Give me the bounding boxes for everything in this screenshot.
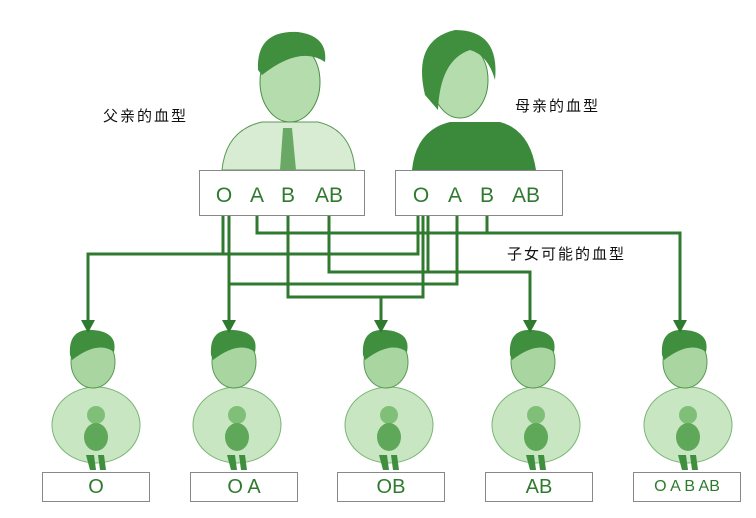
connector-line (255, 208, 682, 322)
father-figure (221, 31, 356, 171)
child-figure (491, 329, 581, 470)
children-caption: 子女可能的血型 (507, 245, 627, 263)
teddy-head-icon (679, 406, 697, 424)
child-figure (344, 329, 434, 470)
arrow-down-icon (673, 320, 687, 333)
child-figure (51, 329, 141, 470)
father-blood-type-box (199, 170, 365, 216)
father-type-o: O (215, 184, 233, 207)
child-feet (379, 455, 399, 470)
father-type-ab: AB (314, 184, 344, 207)
mother-type-o: O (412, 184, 430, 207)
arrow-down-icon (81, 320, 95, 333)
child-hair (362, 329, 408, 360)
father-type-b: B (280, 184, 296, 207)
child-result-1: O (42, 472, 150, 502)
teddy-body-icon (676, 423, 700, 451)
arrow-down-icon (523, 320, 537, 333)
father-caption: 父亲的血型 (103, 107, 189, 125)
teddy-head-icon (228, 406, 246, 424)
child-result-2: O A (190, 472, 298, 502)
mother-type-a: A (447, 184, 463, 207)
children-figures (51, 329, 733, 470)
mother-type-ab: AB (511, 184, 541, 207)
connection-lines (81, 208, 687, 333)
teddy-head-icon (527, 406, 545, 424)
father-type-a: A (249, 184, 265, 207)
mother-caption: 母亲的血型 (515, 97, 601, 115)
connector-line (286, 208, 425, 299)
child-hair (509, 329, 555, 360)
child-feet (86, 455, 106, 470)
child-result-4: AB (485, 472, 593, 502)
child-hair (210, 329, 256, 360)
teddy-body-icon (84, 423, 108, 451)
child-feet (526, 455, 546, 470)
mother-figure (412, 30, 536, 170)
child-hair (69, 329, 115, 360)
mother-blood-type-box (395, 170, 563, 216)
teddy-body-icon (524, 423, 548, 451)
mother-type-b: B (479, 184, 495, 207)
connector-line (227, 208, 459, 286)
child-result-3: OB (337, 472, 445, 502)
teddy-body-icon (225, 423, 249, 451)
arrow-down-icon (222, 320, 236, 333)
teddy-body-icon (377, 423, 401, 451)
connector-line (86, 208, 225, 322)
arrow-down-icon (374, 320, 388, 333)
child-figure (192, 329, 282, 470)
child-feet (227, 455, 247, 470)
child-figure (643, 329, 733, 470)
teddy-head-icon (380, 406, 398, 424)
child-feet (678, 455, 698, 470)
child-hair (661, 329, 707, 360)
child-result-5: O A B AB (633, 472, 741, 502)
teddy-head-icon (87, 406, 105, 424)
